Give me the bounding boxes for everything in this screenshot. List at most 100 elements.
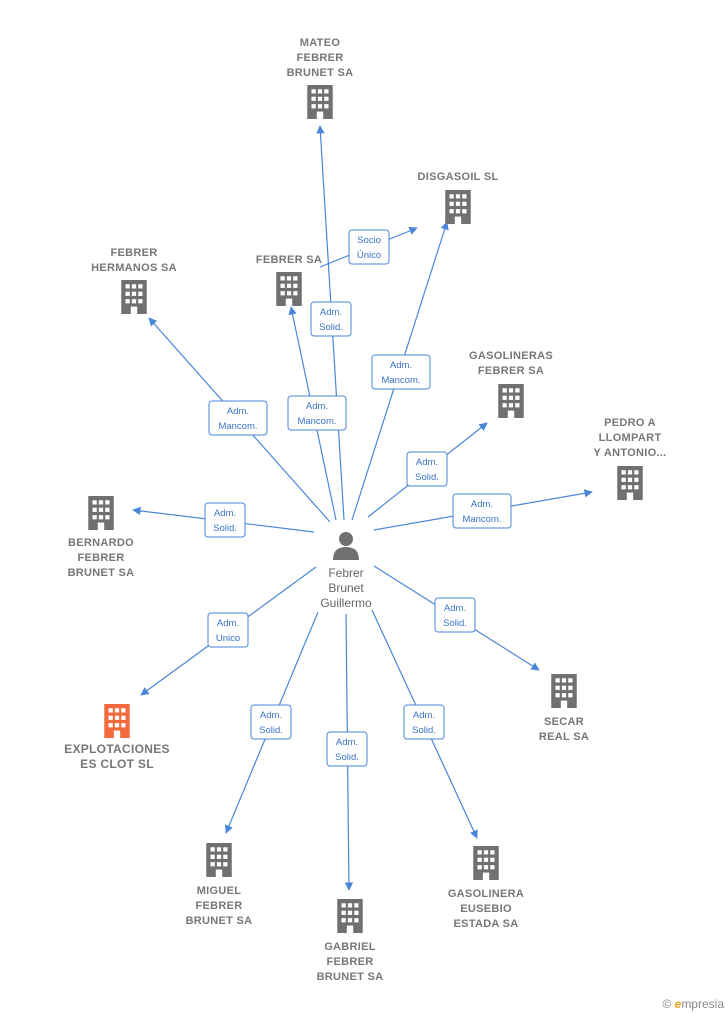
relation-edge-gabriel: Adm.Solid. xyxy=(326,613,368,891)
relation-label-box[interactable] xyxy=(371,354,431,390)
node-label: Brunet xyxy=(328,581,364,595)
relation-label-box[interactable] xyxy=(250,704,292,740)
relation-edge-bernardo: Adm. Solid. xyxy=(132,502,315,538)
relation-label-text: Solid. xyxy=(415,472,439,483)
relation-label-text: Mancom. xyxy=(462,514,501,525)
company-node-mateo[interactable]: MATEO FEBRER BRUNET SA xyxy=(287,37,354,119)
node-label: FEBRER xyxy=(110,247,157,259)
building-icon[interactable] xyxy=(473,846,499,880)
relation-label-box[interactable] xyxy=(207,612,249,648)
relation-edge-febrer_hermanos: Adm. Mancom. xyxy=(148,317,331,523)
node-label: SECAR xyxy=(544,716,584,728)
node-label: BERNARDO xyxy=(68,537,134,549)
node-label: MATEO xyxy=(300,37,341,49)
relation-label-text: Mancom. xyxy=(218,421,257,432)
person-icon[interactable] xyxy=(333,532,359,560)
building-icon[interactable] xyxy=(104,704,130,738)
relation-label-box[interactable] xyxy=(208,400,268,436)
relation-label-box[interactable] xyxy=(452,493,512,529)
relation-label-box[interactable] xyxy=(326,731,368,767)
node-label: FEBRER xyxy=(77,552,124,564)
node-label: DISGASOIL SL xyxy=(417,171,498,183)
company-node-pedro[interactable]: PEDRO A LLOMPART Y ANTONIO... xyxy=(593,417,666,500)
building-icon[interactable] xyxy=(445,190,471,224)
node-label: BRUNET SA xyxy=(68,567,135,579)
relation-label-text: Adm. xyxy=(260,710,282,721)
company-node-febrer_sa[interactable]: FEBRER SA xyxy=(256,254,322,306)
brand-initial: e xyxy=(674,997,682,1011)
relation-label-text: Mancom. xyxy=(297,416,336,427)
relation-label-text: Adm. xyxy=(444,603,466,614)
node-label: FEBRER xyxy=(326,956,373,968)
relation-edge-pedro: Adm. Mancom. xyxy=(373,489,593,531)
relation-label-text: Adm. xyxy=(416,457,438,468)
node-label: ESTADA SA xyxy=(453,918,518,930)
relation-label-box[interactable] xyxy=(406,451,448,487)
brand-watermark[interactable]: © empresia xyxy=(662,997,724,1011)
relation-label-text: Unico xyxy=(216,633,240,644)
brand-name: mpresia xyxy=(681,997,724,1011)
relation-label-box[interactable] xyxy=(403,704,445,740)
relation-label-text: Adm. xyxy=(471,499,493,510)
building-icon[interactable] xyxy=(337,899,363,933)
node-label: ES CLOT SL xyxy=(80,757,154,771)
company-node-secar[interactable]: SECAR REAL SA xyxy=(539,674,589,743)
node-label: EXPLOTACIONES xyxy=(64,742,170,756)
relation-label-box[interactable] xyxy=(348,229,390,265)
building-icon[interactable] xyxy=(206,843,232,877)
relation-edge-gasolineras: Adm. Solid. xyxy=(367,422,488,518)
relation-label-box[interactable] xyxy=(287,395,347,431)
relation-label-text: Adm. xyxy=(413,710,435,721)
relation-label-text: Adm. xyxy=(217,618,239,629)
node-label: HERMANOS SA xyxy=(91,262,177,274)
building-icon[interactable] xyxy=(617,466,643,500)
relation-label-box[interactable] xyxy=(204,502,246,538)
node-label: REAL SA xyxy=(539,731,589,743)
node-label: Guillermo xyxy=(320,596,372,610)
relation-label-text: Socio xyxy=(357,235,381,246)
node-label: BRUNET SA xyxy=(186,915,253,927)
relation-label-text: Único xyxy=(357,250,381,261)
company-node-gabriel[interactable]: GABRIEL FEBRER BRUNET SA xyxy=(317,899,384,983)
relation-label-box[interactable] xyxy=(310,301,352,337)
relation-edge-secar: Adm.Solid. xyxy=(373,565,540,671)
building-icon[interactable] xyxy=(498,384,524,418)
node-label: BRUNET SA xyxy=(317,971,384,983)
company-node-bernardo[interactable]: BERNARDO FEBRER BRUNET SA xyxy=(68,496,135,579)
relation-label-text: Mancom. xyxy=(381,375,420,386)
building-icon[interactable] xyxy=(551,674,577,708)
node-label: FEBRER SA xyxy=(478,365,544,377)
relation-label-text: Solid. xyxy=(319,322,343,333)
node-label: PEDRO A xyxy=(604,417,656,429)
node-label: GASOLINERA xyxy=(448,888,524,900)
node-label: FEBRER xyxy=(296,52,343,64)
node-label: BRUNET SA xyxy=(287,67,354,79)
relation-label-text: Adm. xyxy=(306,401,328,412)
building-icon[interactable] xyxy=(121,280,147,314)
node-label: LLOMPART xyxy=(599,432,662,444)
company-node-disgasoil[interactable]: DISGASOIL SL xyxy=(417,171,498,224)
relation-edge-gasolinera_eusebio: Adm.Solid. xyxy=(371,609,478,839)
company-node-febrer_hermanos[interactable]: FEBRER HERMANOS SA xyxy=(91,247,177,314)
node-label: MIGUEL xyxy=(197,885,242,897)
building-icon[interactable] xyxy=(307,85,333,119)
building-icon[interactable] xyxy=(276,272,302,306)
relation-label-text: Adm. xyxy=(214,508,236,519)
node-label: GABRIEL xyxy=(324,941,376,953)
node-label: GASOLINERAS xyxy=(469,350,553,362)
relation-label-text: Solid. xyxy=(213,523,237,534)
relation-edge-mateo: Adm.Solid. xyxy=(310,125,352,521)
relation-label-text: Solid. xyxy=(259,725,283,736)
node-label: Y ANTONIO... xyxy=(593,447,666,459)
relation-edge-explotaciones: Adm. Unico xyxy=(140,566,317,696)
building-icon[interactable] xyxy=(88,496,114,530)
node-label: Febrer xyxy=(328,566,363,580)
relation-label-box[interactable] xyxy=(434,597,476,633)
company-node-gasolineras[interactable]: GASOLINERAS FEBRER SA xyxy=(469,350,553,418)
